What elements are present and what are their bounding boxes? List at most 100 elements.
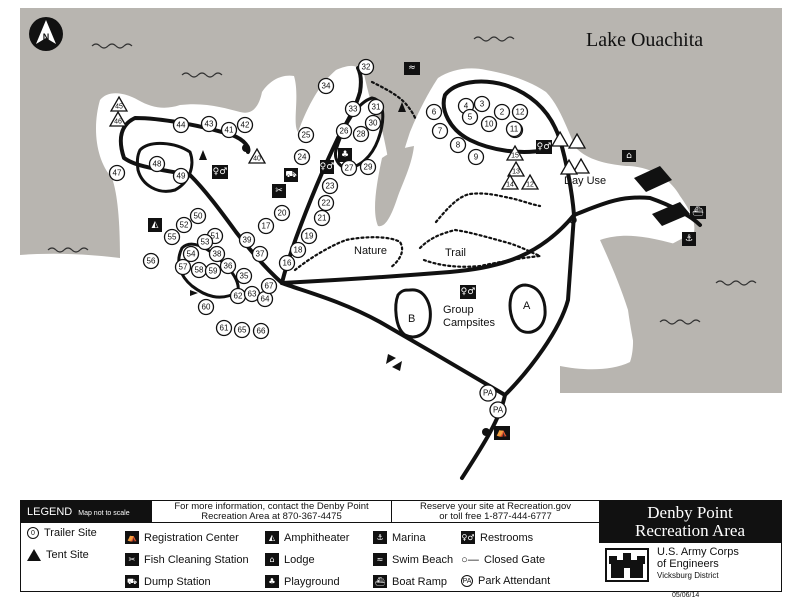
svg-text:62: 62 — [234, 292, 243, 301]
corps-castle-logo-icon — [605, 548, 649, 582]
svg-text:11: 11 — [510, 125, 519, 134]
svg-text:37: 37 — [256, 250, 265, 259]
svg-text:20: 20 — [278, 209, 287, 218]
trailer-site-9: 9 — [467, 148, 485, 166]
triangle-icon — [27, 549, 41, 561]
svg-text:♀♂: ♀♂ — [213, 167, 228, 177]
marina-icon: ⚓ — [373, 531, 387, 544]
svg-text:47: 47 — [113, 169, 122, 178]
trailer-site-67: 67 — [260, 277, 278, 295]
legend-item-marina: ⚓ Marina — [373, 531, 426, 544]
restrooms-icon: ♀♂ — [320, 160, 334, 174]
closed-gate-icon — [242, 144, 577, 436]
map-label-nature: Nature — [354, 245, 387, 257]
trailer-site-42: 42 — [236, 116, 254, 134]
svg-text:PA: PA — [493, 406, 504, 415]
trailer-site-27: 27 — [340, 159, 358, 177]
tent-site — [571, 157, 591, 174]
restrooms-icon: ♀♂ — [460, 285, 476, 299]
dump-station-icon: ⛟ — [284, 168, 298, 182]
tent-site — [559, 158, 579, 175]
trailer-site-28: 28 — [352, 125, 370, 143]
amphitheater-icon: ◭ — [265, 531, 279, 544]
legend-item-label: Amphitheater — [284, 531, 350, 544]
svg-text:8: 8 — [456, 141, 461, 150]
legend-item-restrooms: ♀♂Restrooms — [461, 531, 533, 544]
legend-item-label: Lodge — [284, 553, 315, 566]
svg-text:46: 46 — [114, 119, 122, 126]
svg-text:15: 15 — [511, 153, 519, 160]
trailer-site-44: 44 — [172, 116, 190, 134]
nature-trail — [293, 192, 542, 272]
legend-item-closed-gate: ○—Closed Gate — [461, 553, 545, 566]
marina-docks — [634, 166, 690, 226]
tent-site: 14 — [500, 173, 520, 190]
svg-text:9: 9 — [474, 153, 479, 162]
svg-text:PA: PA — [483, 389, 494, 398]
legend-item-label: Fish Cleaning Station — [144, 553, 249, 566]
playground-icon: ♣ — [265, 575, 279, 588]
map-label-day-use: Day Use — [564, 175, 606, 187]
svg-text:♀♂: ♀♂ — [537, 142, 552, 152]
tent-site: 46 — [108, 110, 128, 127]
svg-text:19: 19 — [305, 232, 314, 241]
agency-line-2: of Engineers — [657, 558, 719, 570]
trailer-site-23: 23 — [321, 177, 339, 195]
trailer-site-31: 31 — [367, 98, 385, 116]
reserve-line-2: or toll free 1-877-444-6777 — [439, 511, 552, 522]
legend-item-label: Marina — [392, 531, 426, 544]
svg-text:30: 30 — [369, 119, 378, 128]
svg-text:44: 44 — [177, 121, 186, 130]
tent-site: 40 — [247, 147, 267, 164]
group-site-a: A — [523, 300, 531, 312]
trailer-site-53: 53 — [196, 233, 214, 251]
svg-text:60: 60 — [202, 303, 211, 312]
trailer-site-56: 56 — [142, 252, 160, 270]
svg-text:31: 31 — [372, 103, 381, 112]
legend-item-label: Registration Center — [144, 531, 239, 544]
tent-site: 12 — [520, 173, 540, 190]
svg-text:67: 67 — [265, 282, 274, 291]
svg-text:40: 40 — [253, 156, 261, 163]
legend-item-label: Playground — [284, 575, 340, 588]
map-date: 05/06/14 — [672, 592, 700, 599]
svg-text:7: 7 — [438, 127, 443, 136]
dump-station-icon: ⛟ — [125, 575, 139, 588]
legend-item-label: Tent Site — [46, 549, 89, 561]
trailer-site-41: 41 — [220, 121, 238, 139]
svg-text:23: 23 — [326, 182, 335, 191]
legend-item-fish-cleaning-station: ✂Fish Cleaning Station — [125, 553, 249, 566]
svg-text:49: 49 — [177, 172, 186, 181]
svg-text:12: 12 — [516, 108, 525, 117]
group-site-b: B — [408, 313, 415, 325]
trailer-site-2: 2 — [493, 103, 511, 121]
trailer-site-5: 5 — [461, 108, 479, 126]
legend-item-lodge: ⌂Lodge — [265, 553, 315, 566]
area-name-line-2: Recreation Area — [635, 521, 745, 540]
svg-text:64: 64 — [261, 295, 270, 304]
trailer-site-57: 57 — [174, 258, 192, 276]
tent-site: 45 — [109, 95, 129, 112]
svg-text:18: 18 — [294, 246, 303, 255]
svg-text:◭: ◭ — [152, 220, 159, 230]
agency-district: Vicksburg District — [657, 571, 719, 580]
group-site-b-loop — [394, 288, 432, 339]
trailer-site-25: 25 — [297, 126, 315, 144]
agency-block: U.S. Army Corps of Engineers Vicksburg D… — [599, 543, 781, 591]
svg-text:17: 17 — [262, 222, 271, 231]
svg-text:57: 57 — [179, 263, 188, 272]
legend-item-dump-station: ⛟Dump Station — [125, 575, 211, 588]
legend-scale-note: Map not to scale — [78, 510, 130, 517]
agency-text: U.S. Army Corps of Engineers Vicksburg D… — [657, 546, 739, 582]
svg-text:4: 4 — [464, 102, 469, 111]
trailer-site-21: 21 — [313, 209, 331, 227]
legend-item-label: Trailer Site — [44, 527, 97, 539]
map-label-trail: Trail — [445, 247, 466, 259]
svg-text:⛟: ⛟ — [285, 170, 296, 180]
svg-text:41: 41 — [225, 126, 234, 135]
restrooms-icon: ♀♂ — [461, 531, 475, 544]
tent-site: 13 — [506, 160, 526, 177]
